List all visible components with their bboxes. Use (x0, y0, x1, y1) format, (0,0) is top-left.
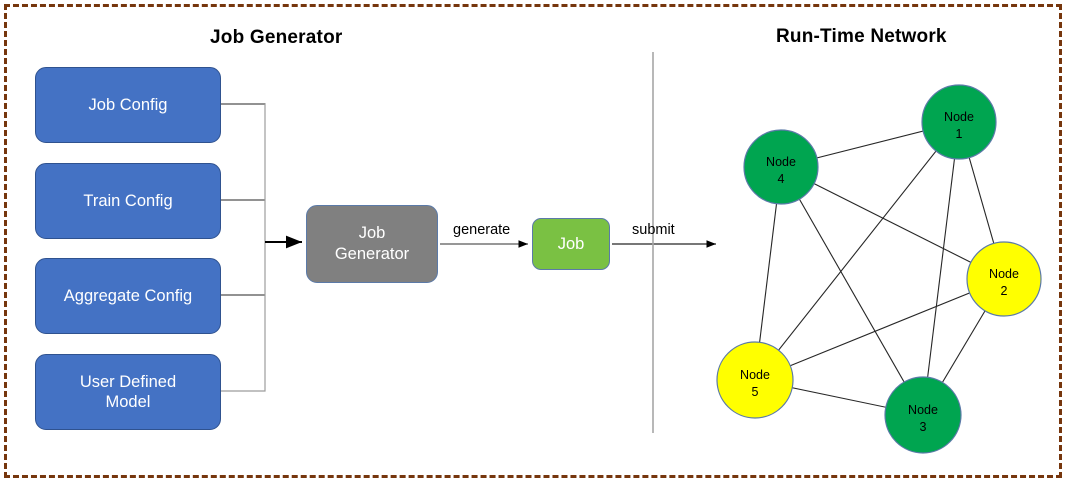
network-edge (780, 166, 924, 416)
node-label-name: Node (989, 267, 1019, 281)
network-node-3[interactable]: Node 3 (884, 376, 962, 454)
node-circle[interactable] (921, 84, 997, 160)
node-label-name: Node (944, 110, 974, 124)
network-edge (922, 121, 960, 416)
node-circle[interactable] (966, 241, 1042, 317)
network-edge (754, 166, 782, 381)
network-edge (780, 166, 1005, 280)
network-edge (958, 121, 1005, 280)
node-label-name: Node (766, 155, 796, 169)
arrow-label-submit: submit (632, 222, 675, 238)
config-box-user-defined-model[interactable]: User Defined Model (35, 354, 221, 430)
node-label-number: 3 (920, 420, 927, 434)
config-box-train-config[interactable]: Train Config (35, 163, 221, 239)
network-edge (780, 121, 960, 168)
artifact-box-job[interactable]: Job (532, 218, 610, 270)
config-box-job-config[interactable]: Job Config (35, 67, 221, 143)
node-label-number: 2 (1001, 284, 1008, 298)
network-edge (754, 379, 924, 416)
node-circle[interactable] (716, 341, 794, 419)
node-label-number: 5 (752, 385, 759, 399)
config-box-aggregate-config[interactable]: Aggregate Config (35, 258, 221, 334)
process-box-job-generator[interactable]: Job Generator (306, 205, 438, 283)
node-circle[interactable] (743, 129, 819, 205)
network-edge (754, 278, 1005, 381)
node-label-name: Node (908, 403, 938, 417)
node-circle[interactable] (884, 376, 962, 454)
network-node-1[interactable]: Node 1 (921, 84, 997, 160)
arrow-label-generate: generate (453, 222, 511, 238)
node-label-number: 1 (956, 127, 963, 141)
page-title-runtime-network: Run-Time Network (776, 26, 947, 47)
network-node-4[interactable]: Node 4 (743, 129, 819, 205)
network-edge (922, 278, 1005, 416)
node-label-name: Node (740, 368, 770, 382)
network-edge (754, 121, 960, 381)
page-title-job-generator: Job Generator (210, 27, 343, 48)
network-edge-group (754, 121, 1005, 416)
node-label-number: 4 (778, 172, 785, 186)
network-node-5[interactable]: Node 5 (716, 341, 794, 419)
network-node-2[interactable]: Node 2 (966, 241, 1042, 317)
